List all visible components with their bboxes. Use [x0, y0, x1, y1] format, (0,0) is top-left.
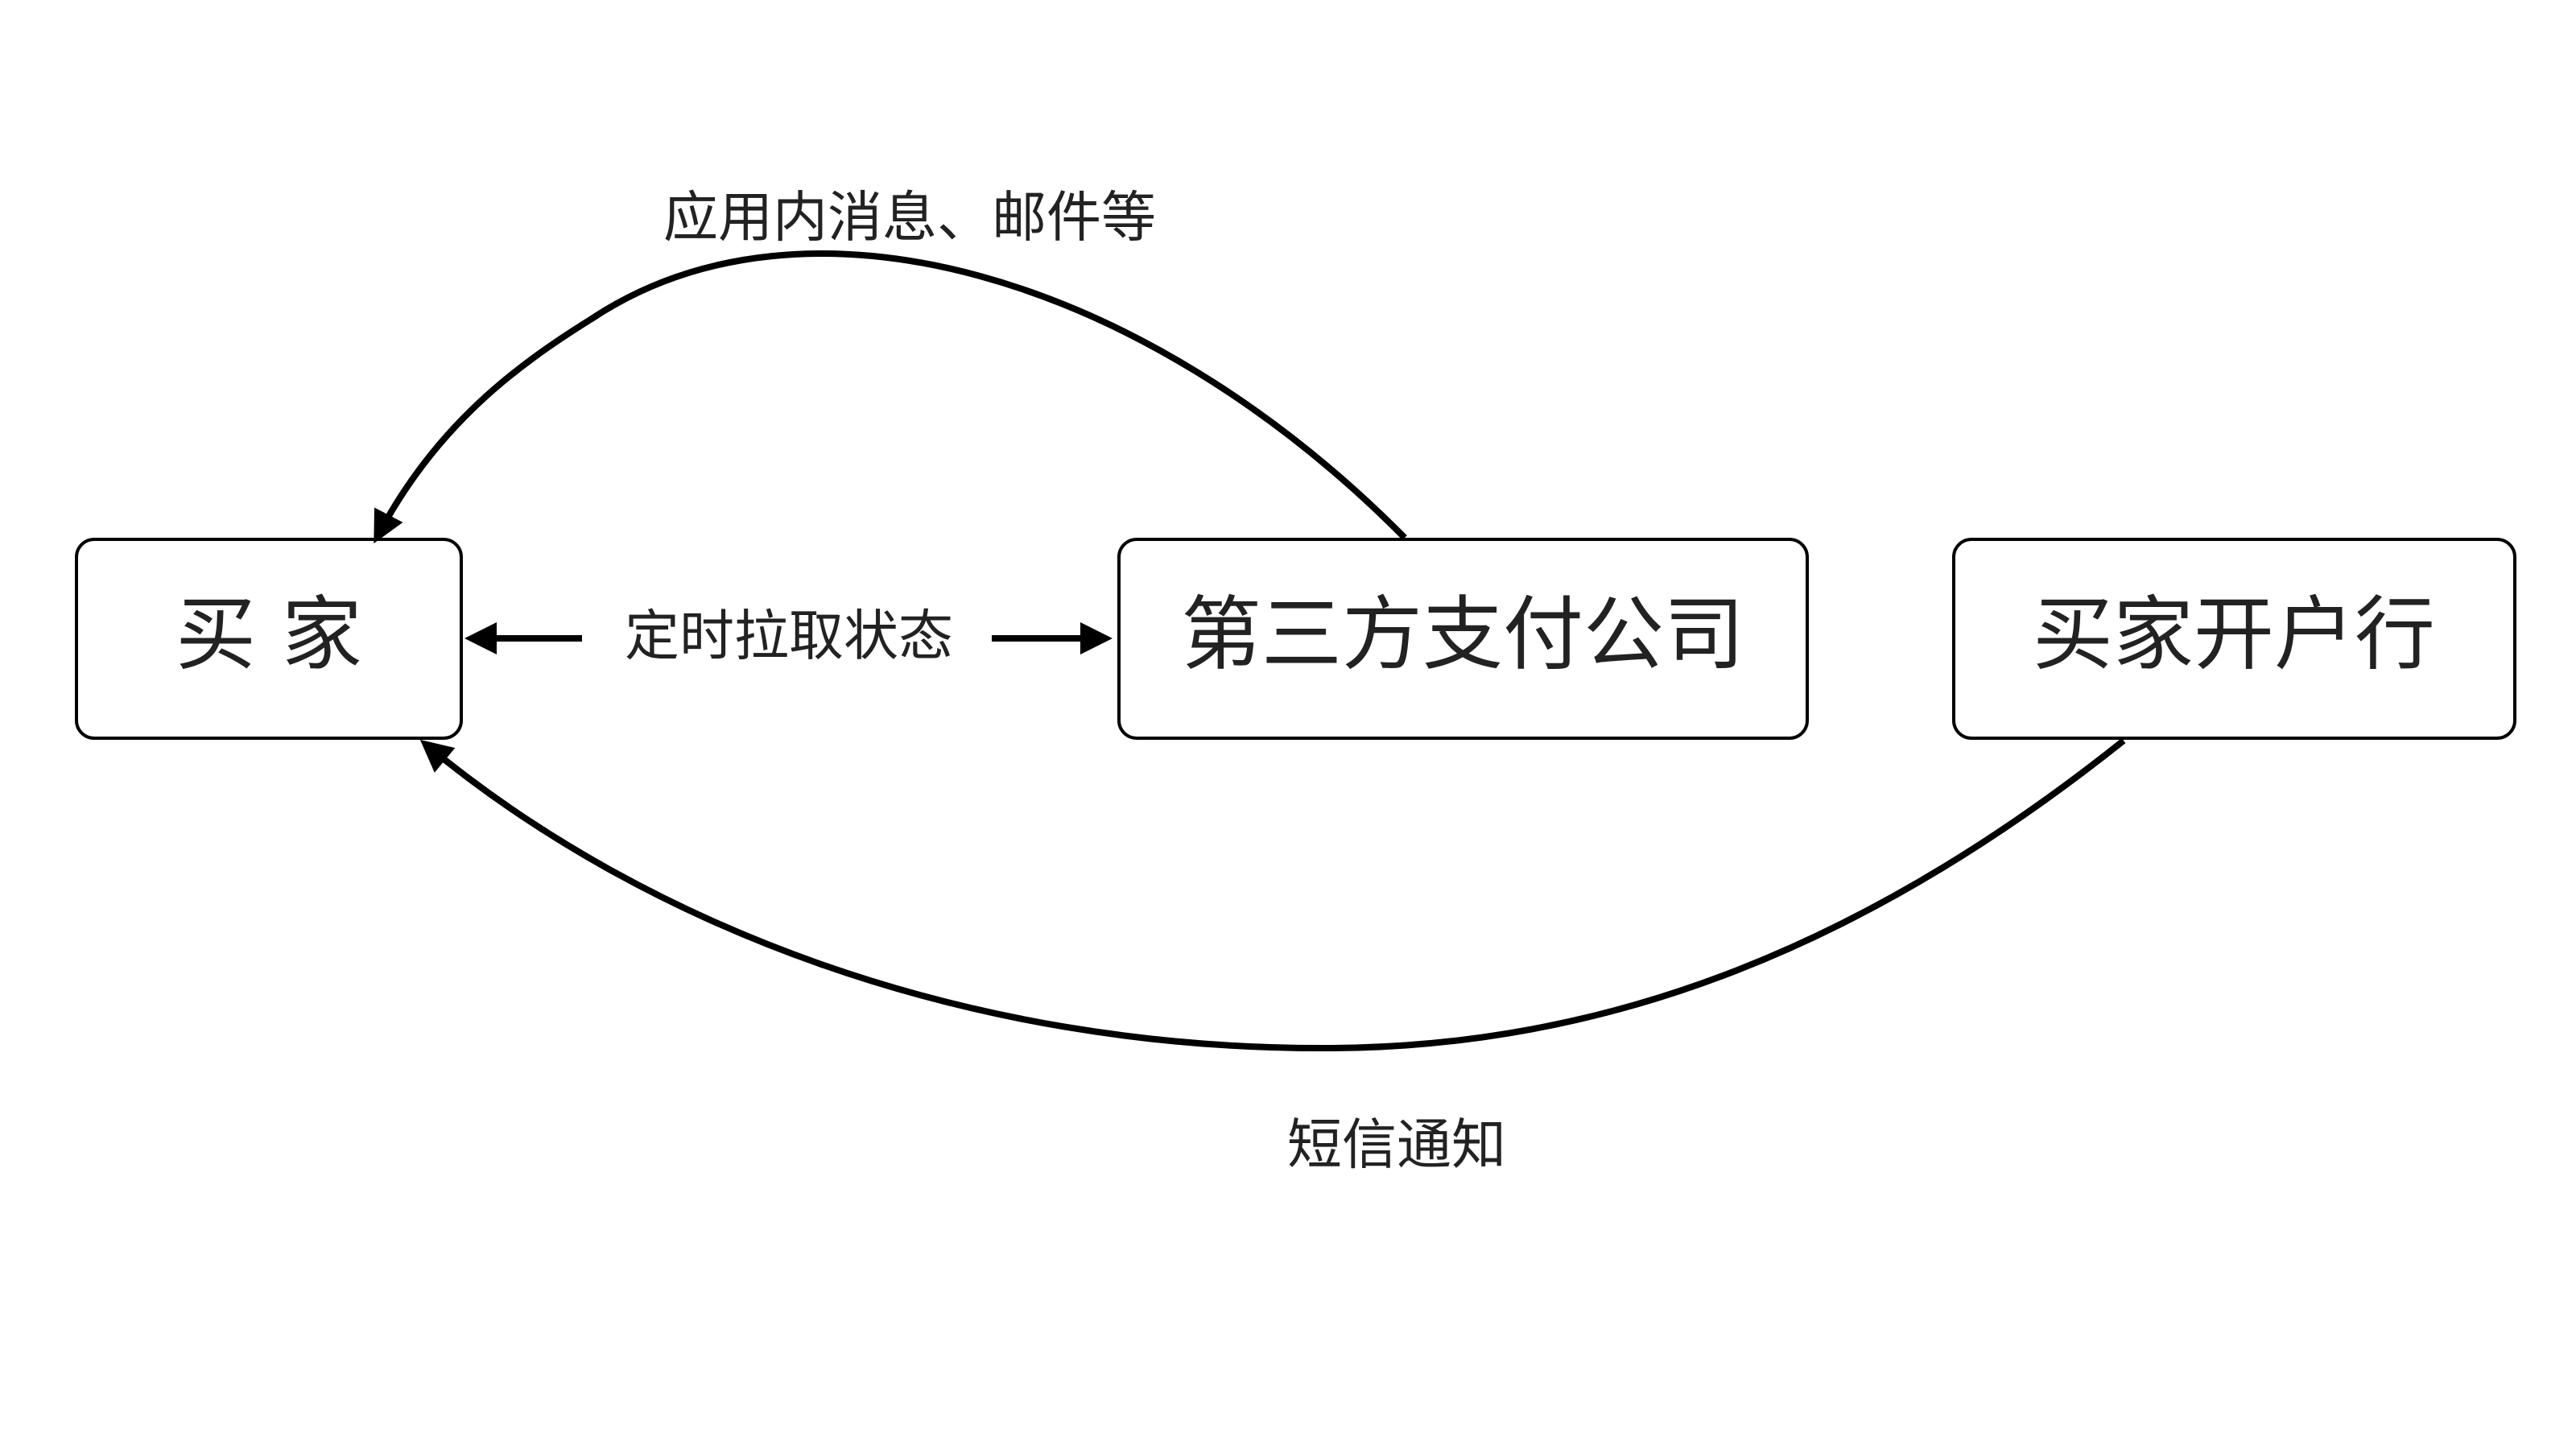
edge-app-message-label: 应用内消息、邮件等: [663, 187, 1156, 250]
node-third-party-payment-label: 第三方支付公司: [1181, 587, 1744, 681]
edge-sms-label: 短信通知: [1287, 1114, 1506, 1178]
edge-app-message-arrow: [374, 250, 1407, 544]
node-buyer-label: 买 家: [175, 587, 362, 681]
node-buyer-box: [75, 538, 463, 740]
node-buyer: 买 家: [75, 538, 463, 740]
node-buyer-bank-box: [1952, 538, 2516, 740]
edge-sms-arrow: [419, 737, 2126, 1052]
node-buyer-bank: 买家开户行: [1952, 538, 2516, 740]
node-third-party-payment: 第三方支付公司: [1117, 538, 1809, 740]
edge-poll-status-label: 定时拉取状态: [625, 605, 953, 669]
node-third-party-payment-box: [1117, 538, 1809, 740]
node-buyer-bank-label: 买家开户行: [2033, 587, 2435, 681]
